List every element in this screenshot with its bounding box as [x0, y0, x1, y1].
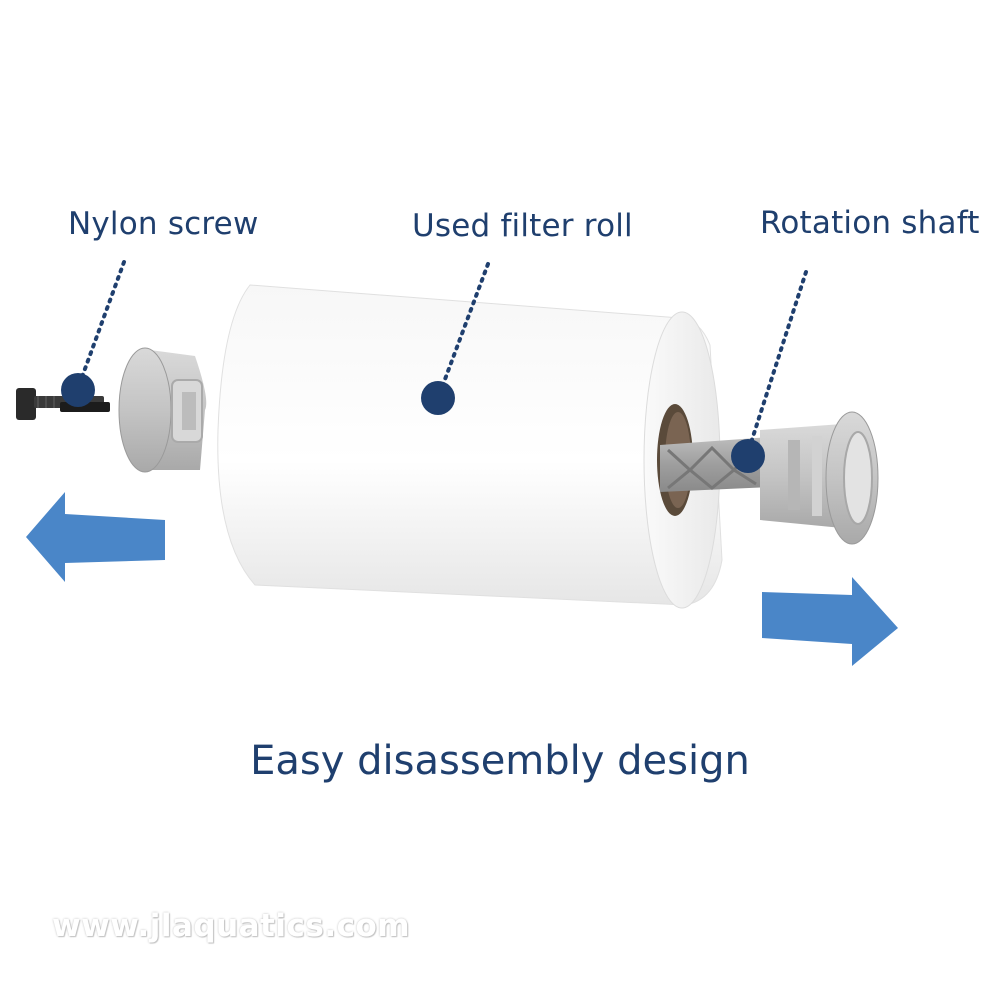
rotation-shaft — [660, 411, 879, 545]
filter-roll — [217, 284, 723, 609]
rotation-shaft-marker — [731, 439, 765, 473]
arrow-left-icon — [26, 492, 165, 582]
left-end-cap — [118, 347, 207, 473]
rotation-shaft-leader — [746, 270, 808, 454]
nylon-screw-leader — [76, 260, 126, 390]
filter-roll-label: Used filter roll — [412, 208, 633, 244]
watermark: www.jlaquatics.com — [52, 908, 411, 944]
nylon-screw-marker — [61, 373, 95, 407]
filter-roll-marker — [421, 381, 455, 415]
diagram-caption: Easy disassembly design — [250, 738, 750, 784]
filter-roll-leader — [436, 262, 490, 400]
rotation-shaft-label: Rotation shaft — [760, 205, 980, 241]
arrow-right-icon — [762, 577, 898, 666]
nylon-screw-label: Nylon screw — [68, 206, 259, 242]
